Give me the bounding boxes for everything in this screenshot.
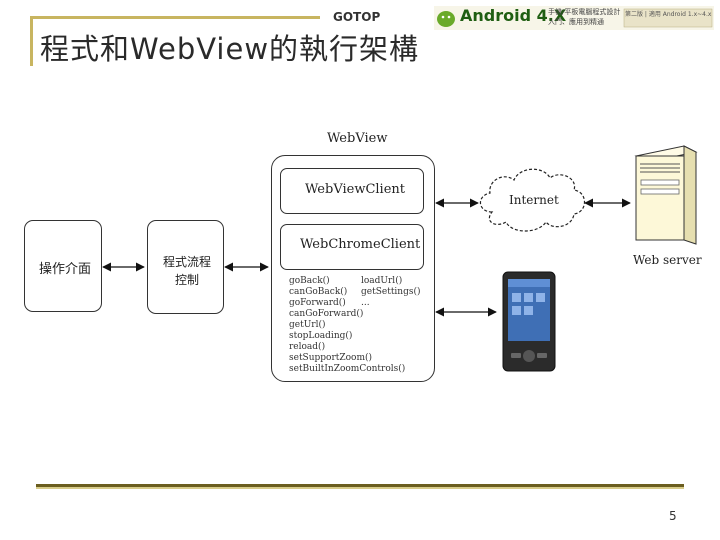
header-left-rule (30, 16, 33, 66)
web-server-label: Web server (633, 253, 702, 267)
smartphone-icon (502, 271, 556, 372)
slide-title: 程式和WebView的執行架構 (40, 32, 420, 66)
header-top-rule (30, 16, 320, 19)
cloud-icon (479, 168, 586, 232)
webviewclient-box (280, 168, 424, 214)
method-label: getUrl() (289, 320, 326, 330)
flow-label: 程式流程 (163, 255, 212, 269)
book-title: Android 4.X (460, 6, 567, 25)
footer-rule (36, 484, 684, 487)
method-label: ... (361, 298, 370, 308)
book-subtitle: 手機/平板電腦程式設計 (548, 8, 621, 16)
ui-label: 操作介面 (39, 262, 92, 277)
webchromeclient-box (280, 224, 424, 270)
android-logo (434, 6, 714, 30)
page-number: 5 (669, 509, 677, 523)
publisher-logo: GOTOP (333, 10, 381, 24)
method-label: canGoBack() (289, 287, 348, 297)
ui-box (24, 220, 102, 312)
method-label: goForward() (289, 298, 346, 308)
footer-rule-2 (36, 487, 684, 489)
webview-label: WebView (327, 131, 388, 146)
webviewclient-label: WebViewClient (305, 182, 406, 197)
method-label: canGoForward() (289, 309, 364, 319)
flow-label-2: 控制 (175, 273, 200, 287)
method-label: reload() (289, 342, 326, 352)
webchromeclient-label: WebChromeClient (300, 237, 421, 252)
method-label: stopLoading() (289, 331, 353, 341)
method-label: getSettings() (361, 287, 421, 297)
method-label: setBuiltInZoomControls() (289, 364, 406, 374)
book-edition: 第二版 | 適用 Android 1.x~4.x (625, 11, 712, 18)
server-icon (634, 145, 698, 245)
book-subtitle-2: 入門、應用到精通 (548, 18, 604, 26)
method-label: loadUrl() (361, 276, 403, 286)
flow-control-box (147, 220, 224, 314)
method-label: goBack() (289, 276, 330, 286)
internet-label: Internet (509, 193, 559, 207)
method-label: setSupportZoom() (289, 353, 373, 363)
